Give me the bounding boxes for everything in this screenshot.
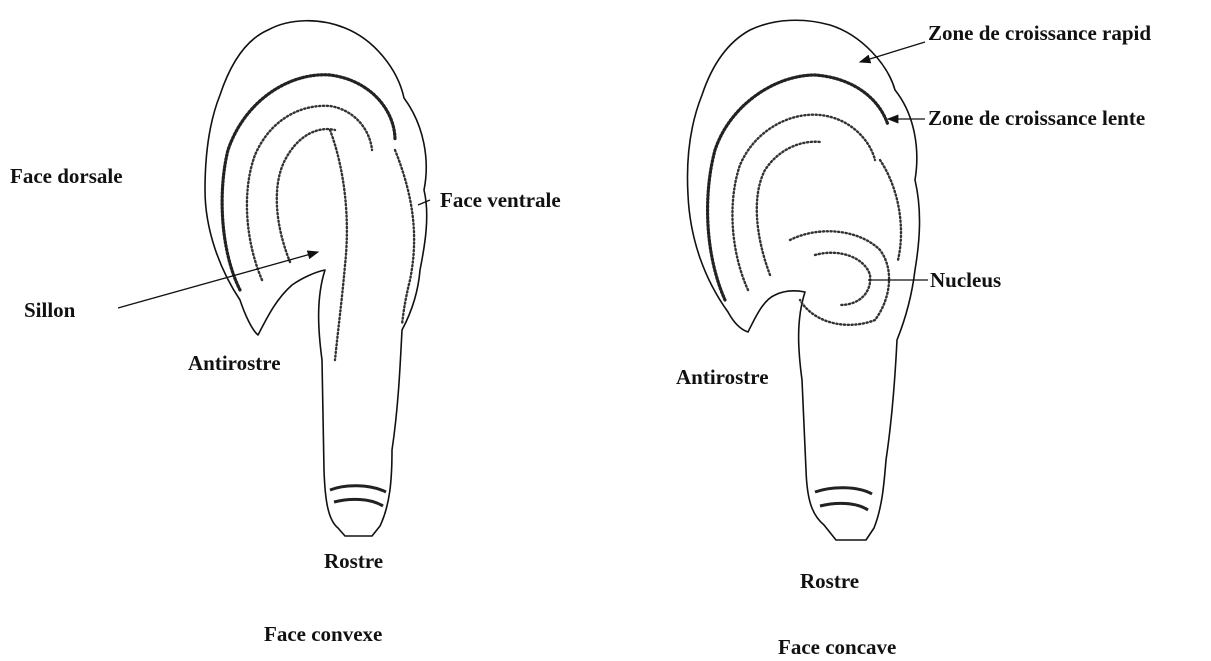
label-face-ventrale: Face ventrale bbox=[440, 188, 561, 212]
label-antirostre-left: Antirostre bbox=[188, 351, 281, 375]
otolith-convex bbox=[205, 21, 427, 536]
label-zone-rapide: Zone de croissance rapid bbox=[928, 21, 1151, 45]
label-zone-lente: Zone de croissance lente bbox=[928, 106, 1145, 130]
label-rostre-right: Rostre bbox=[800, 569, 859, 593]
otolith-convex-outline bbox=[205, 21, 427, 536]
label-rostre-left: Rostre bbox=[324, 549, 383, 573]
caption-face-concave: Face concave bbox=[778, 635, 896, 659]
label-sillon: Sillon bbox=[24, 298, 76, 322]
label-nucleus: Nucleus bbox=[930, 268, 1001, 292]
label-face-dorsale: Face dorsale bbox=[10, 164, 123, 188]
label-antirostre-right: Antirostre bbox=[676, 365, 769, 389]
caption-face-convexe: Face convexe bbox=[264, 622, 382, 646]
